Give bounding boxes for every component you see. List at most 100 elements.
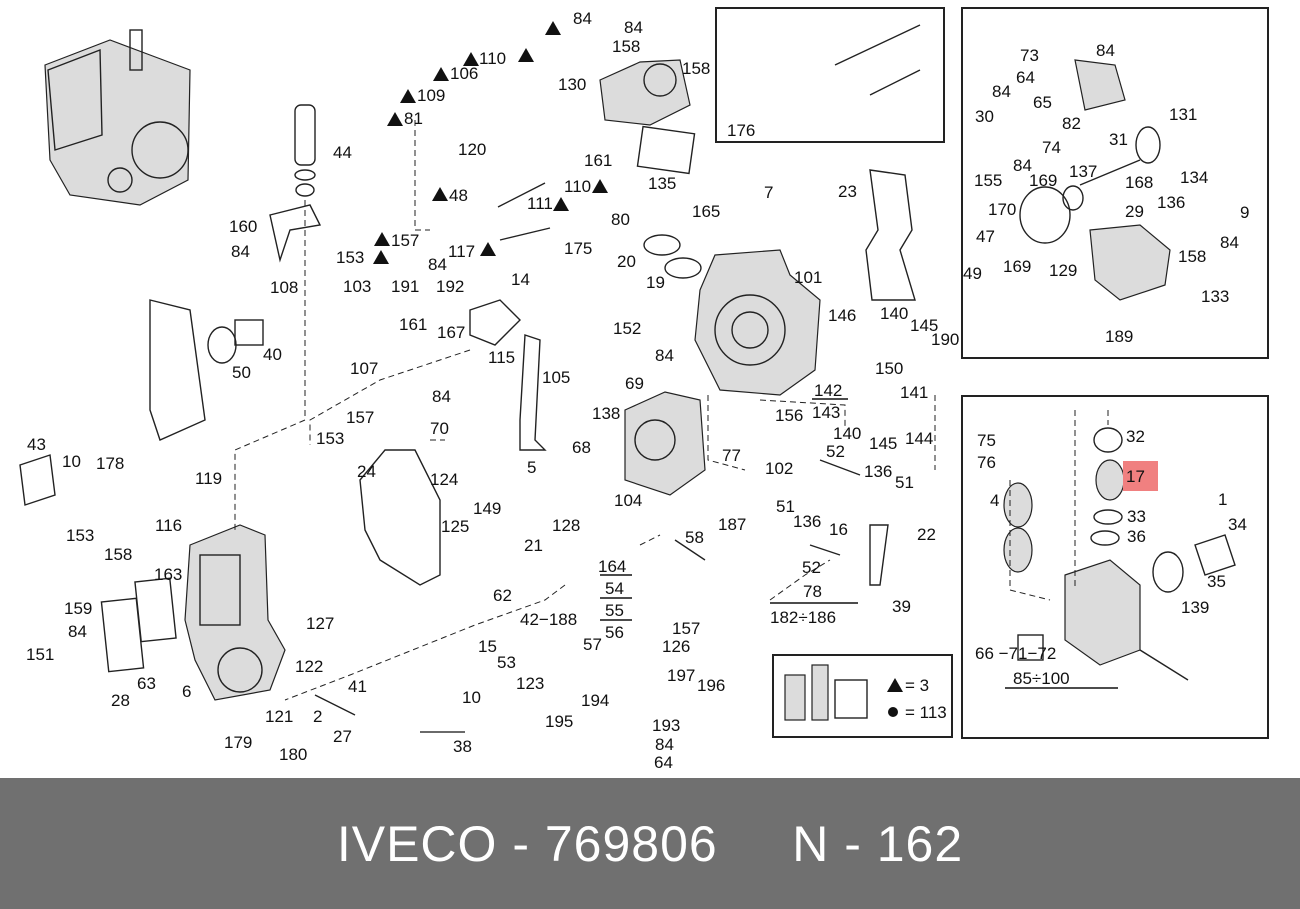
part-pin-lower-right-drawing [1139, 649, 1189, 681]
callout-157: 157 [346, 408, 374, 427]
callout-149: 149 [473, 499, 501, 518]
callout-127: 127 [306, 614, 334, 633]
callout-51: 51 [895, 473, 914, 492]
callout-158: 158 [104, 545, 132, 564]
callout-53: 53 [497, 653, 516, 672]
callout-111: 111 [527, 194, 553, 213]
callout-145: 145 [869, 434, 897, 453]
callout-146: 146 [828, 306, 856, 325]
callout-84: 84 [428, 255, 447, 274]
legend-frame [772, 654, 953, 738]
callout-195: 195 [545, 712, 573, 731]
callout-165: 165 [692, 202, 720, 221]
callout-30: 30 [975, 107, 994, 126]
callout-32: 32 [1126, 427, 1145, 446]
callout-82: 82 [1062, 114, 1081, 133]
callout-57: 57 [583, 635, 602, 654]
callout-133: 133 [1201, 287, 1229, 306]
callout-54: 54 [605, 579, 624, 598]
pump-body-lower-left-drawing [184, 524, 286, 701]
callout-16: 16 [829, 520, 848, 539]
callout-43: 43 [27, 435, 46, 454]
callout-190: 190 [931, 330, 959, 349]
callout-103: 103 [343, 277, 371, 296]
callout-142: 142 [814, 381, 842, 400]
callout-4: 4 [990, 491, 999, 510]
part-160-bracket-drawing [269, 204, 322, 263]
callout-78: 78 [803, 582, 822, 601]
callout-192: 192 [436, 277, 464, 296]
callout-52: 52 [802, 558, 821, 577]
callout-66-71-72: 85÷100 [1013, 669, 1070, 688]
callout-155: 155 [974, 171, 1002, 190]
callout-131: 131 [1169, 105, 1197, 124]
callout-194: 194 [581, 691, 609, 710]
callout-50: 50 [232, 363, 251, 382]
callout-6: 6 [182, 682, 191, 701]
callout-153: 153 [336, 248, 364, 267]
callout-70: 70 [430, 419, 449, 438]
callout-187: 187 [718, 515, 746, 534]
callout-28: 28 [111, 691, 130, 710]
callout-140: 140 [833, 424, 861, 443]
callout-156: 156 [775, 406, 803, 425]
callout-63: 63 [137, 674, 156, 693]
callout-162: 17 [1126, 467, 1145, 486]
callout-124: 124 [430, 470, 458, 489]
callout-123: 123 [516, 674, 544, 693]
leader-lines [234, 120, 1109, 701]
callout-104: 104 [614, 491, 642, 510]
callout-44: 44 [333, 143, 352, 162]
callout-84: 84 [1096, 41, 1115, 60]
part-115-bracket-drawing [469, 299, 521, 346]
part-138-drawing [624, 391, 706, 496]
callout-108: 108 [270, 278, 298, 297]
callout-64: 64 [1016, 68, 1035, 87]
callout-20: 20 [617, 252, 636, 271]
callout-151: 151 [26, 645, 54, 664]
callout-48: 48 [449, 186, 468, 205]
callout-84: 84 [68, 622, 87, 641]
part-17-ring-drawing [1093, 509, 1123, 525]
callout-143: 143 [812, 403, 840, 422]
callout-152: 152 [613, 319, 641, 338]
callout-126: 126 [662, 637, 690, 656]
callout-179: 179 [224, 733, 252, 752]
part-163-plate-drawing [134, 577, 177, 643]
callout-84: 84 [231, 242, 250, 261]
callout-164: 164 [598, 557, 626, 576]
callout-64: 64 [654, 753, 673, 772]
callout-7: 7 [764, 183, 773, 202]
callout-129: 129 [1049, 261, 1077, 280]
part-23-gasket-drawing [865, 169, 916, 301]
part-58-pin-drawing [674, 539, 706, 561]
callout-105: 105 [542, 368, 570, 387]
callout-84: 84 [655, 735, 674, 754]
callout-153: 153 [66, 526, 94, 545]
inset-frame-176 [715, 7, 945, 143]
callout-159: 159 [64, 599, 92, 618]
callout-84: 84 [1220, 233, 1239, 252]
callout-33: 36 [1127, 527, 1146, 546]
part-176-spring-drawing [834, 24, 921, 66]
callout-163: 163 [154, 565, 182, 584]
callout-76: 76 [977, 453, 996, 472]
callout-27: 27 [333, 727, 352, 746]
callout-10: 10 [62, 452, 81, 471]
callout-136: 136 [1157, 193, 1185, 212]
callout-73: 73 [1020, 46, 1039, 65]
legend-triangle-value: = 3 [905, 676, 929, 695]
callout-5: 5 [527, 458, 536, 477]
callout-196: 196 [697, 676, 725, 695]
callout-17: 33 [1127, 507, 1146, 526]
callout-84: 84 [655, 346, 674, 365]
callout-157: 157 [391, 231, 419, 250]
callout-40: 40 [263, 345, 282, 364]
callout-55: 55 [605, 601, 624, 620]
callout-115: 115 [488, 348, 515, 367]
part-131-spring-drawing [1135, 126, 1161, 164]
callout-158: 158 [612, 37, 640, 56]
callout-84: 84 [992, 82, 1011, 101]
part-35-body-drawing [1064, 559, 1141, 666]
callout-42-188: 42−188 [520, 610, 577, 629]
